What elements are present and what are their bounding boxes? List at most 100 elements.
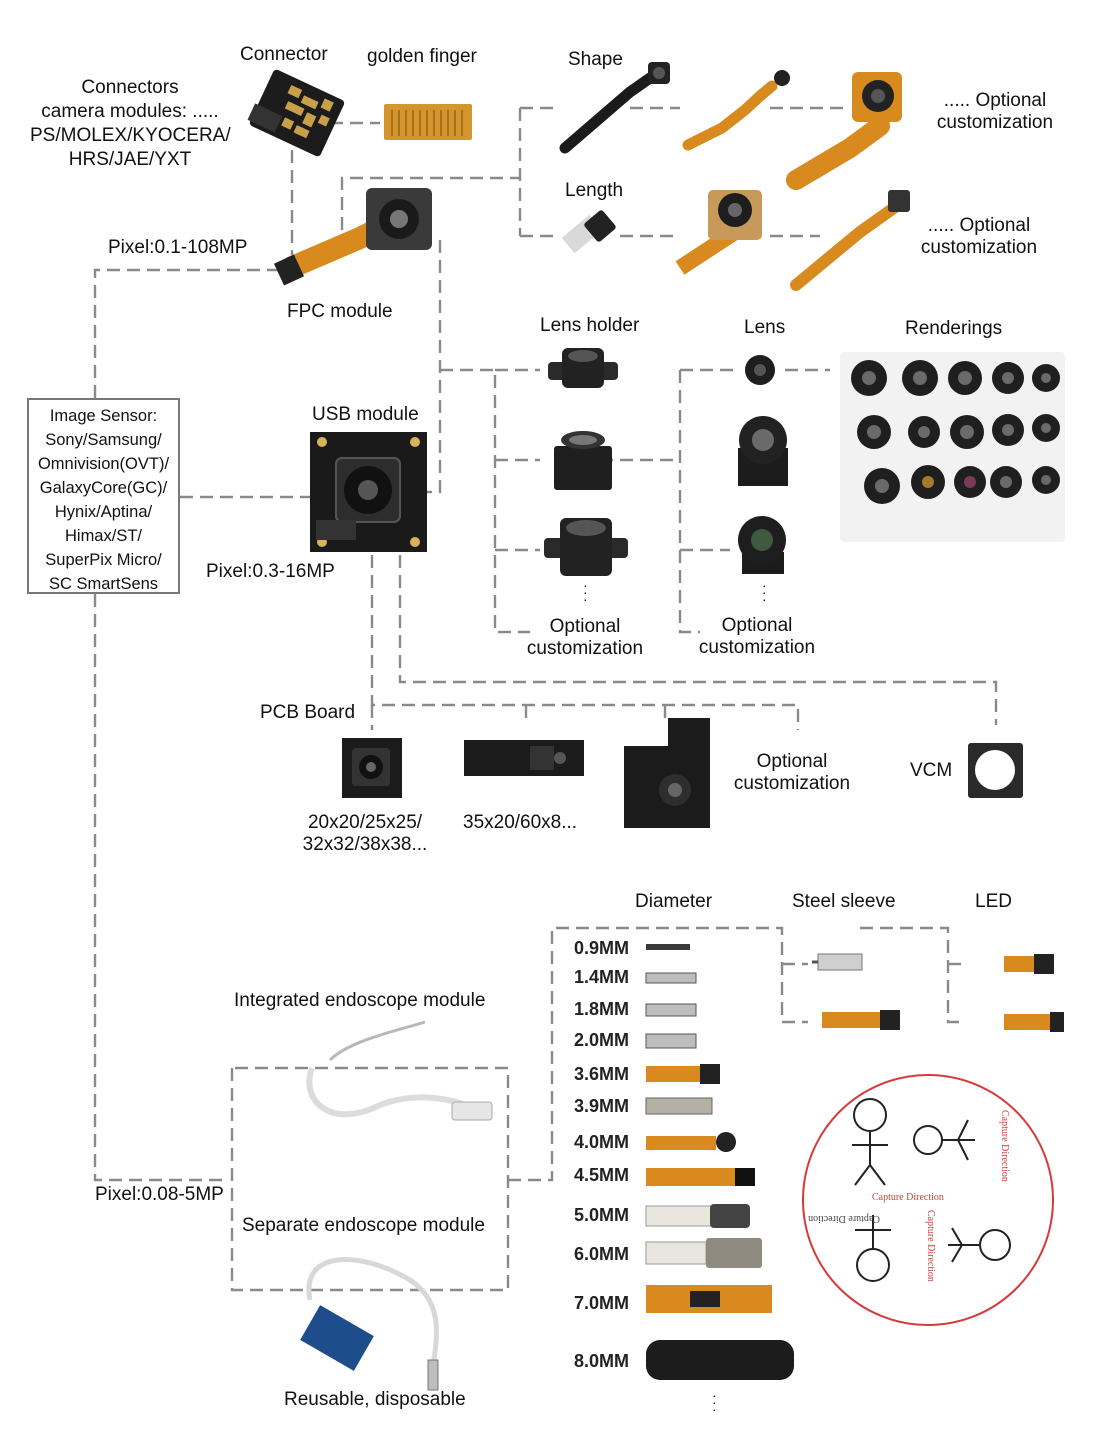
length-fpc-2 bbox=[675, 190, 762, 275]
lens-3 bbox=[738, 516, 786, 574]
vcm-label: VCM bbox=[910, 760, 953, 781]
lens-holder-2 bbox=[554, 431, 612, 490]
optional-label-1: Optional bbox=[975, 90, 1047, 111]
optional-text-2: ..... Optional bbox=[894, 215, 1064, 237]
usb-module-label: USB module bbox=[312, 404, 419, 425]
pixel-usb-label: Pixel:0.3-16MP bbox=[206, 561, 335, 582]
diameter-3-6: 3.6MM bbox=[574, 1064, 630, 1084]
length-label: Length bbox=[565, 180, 624, 201]
optional-customization-2: ..... Optional customization bbox=[894, 215, 1064, 259]
pcb-board-label: PCB Board bbox=[260, 702, 356, 723]
pcb-board-3 bbox=[624, 718, 710, 828]
lens-1 bbox=[745, 355, 775, 385]
connectors-line-1: Connectors bbox=[81, 77, 179, 98]
diameter-4-0: 4.0MM bbox=[574, 1132, 630, 1152]
image-sensor-line-1: Image Sensor: bbox=[49, 407, 158, 425]
led-label: LED bbox=[975, 891, 1012, 912]
pcb-size-1: 20x20/25x25/ 32x32/38x38... bbox=[290, 812, 440, 856]
steel-sleeve-samples bbox=[812, 953, 900, 1030]
fpc-module-label: FPC module bbox=[287, 301, 393, 322]
diameter-samples bbox=[645, 944, 794, 1380]
integrated-endoscope-image bbox=[306, 1020, 493, 1121]
capture-direction-text-1: Capture Direction bbox=[872, 1192, 944, 1203]
pixel-fpc-label: Pixel:0.1-108MP bbox=[108, 237, 248, 258]
diameter-1-4: 1.4MM bbox=[574, 967, 630, 987]
diameter-1-8: 1.8MM bbox=[574, 999, 630, 1019]
capture-direction-text-4: Capture Direction bbox=[925, 1210, 936, 1282]
connectors-dots: ..... bbox=[192, 101, 219, 122]
pcb-size-1a: 20x20/25x25/ bbox=[307, 812, 423, 833]
lens-holder-1 bbox=[548, 348, 618, 388]
diameter-8-0: 8.0MM bbox=[574, 1351, 630, 1371]
pcb-board-2 bbox=[464, 740, 584, 776]
connector-module-image bbox=[247, 69, 345, 157]
optional-customization-5: Optional customization bbox=[712, 751, 872, 795]
image-sensor-line-3: Omnivision(OVT)/ bbox=[37, 455, 170, 473]
image-sensor-line-5: Hynix/Aptina/ bbox=[54, 503, 153, 521]
separate-endoscope-label: Separate endoscope module bbox=[242, 1215, 485, 1236]
connectors-line-2: camera modules: ..... bbox=[30, 100, 230, 124]
lens-holder-label: Lens holder bbox=[540, 315, 640, 336]
lens-label: Lens bbox=[744, 317, 786, 338]
optional-customization-3: Optional customization bbox=[505, 616, 665, 660]
optional-dots-1: ..... bbox=[943, 90, 971, 111]
capture-direction-circle: Capture Direction Capture Direction Capt… bbox=[802, 1074, 1054, 1326]
optional-dots-2: ..... bbox=[927, 215, 955, 236]
optional-label-5: Optional bbox=[756, 751, 828, 772]
led-samples bbox=[1004, 954, 1064, 1032]
image-sensor-line-4: GalaxyCore(GC)/ bbox=[39, 479, 168, 497]
diameter-3-9: 3.9MM bbox=[574, 1096, 630, 1116]
vcm-image bbox=[968, 743, 1023, 798]
fpc-module-image bbox=[273, 188, 432, 286]
diameter-2-0: 2.0MM bbox=[574, 1030, 630, 1050]
diameter-5-0: 5.0MM bbox=[574, 1205, 630, 1225]
customization-text-3: customization bbox=[526, 638, 644, 659]
capture-direction-text-3: Capture Direction bbox=[999, 1110, 1010, 1182]
pcb-board-1 bbox=[342, 738, 402, 798]
separate-endoscope-image bbox=[300, 1257, 439, 1391]
diameter-label: Diameter bbox=[635, 891, 713, 912]
image-sensor-line-2: Sony/Samsung/ bbox=[45, 431, 162, 449]
lens-holder-dots: ··· bbox=[583, 577, 588, 607]
diameter-0-9: 0.9MM bbox=[574, 938, 630, 958]
pixel-endoscope-label: Pixel:0.08-5MP bbox=[95, 1184, 224, 1205]
shape-label: Shape bbox=[568, 49, 623, 70]
diameter-7-0: 7.0MM bbox=[574, 1293, 630, 1313]
optional-customization-4: Optional customization bbox=[677, 615, 837, 659]
connectors-description: Connectors camera modules: ..... PS/MOLE… bbox=[30, 76, 231, 172]
connectors-line-2-text: camera modules: bbox=[41, 101, 188, 122]
renderings-label: Renderings bbox=[905, 318, 1003, 339]
customization-text-1: customization bbox=[936, 112, 1054, 133]
length-fpc-3 bbox=[790, 190, 910, 291]
diameter-dots: ··· bbox=[712, 1387, 717, 1417]
reusable-label: Reusable, disposable bbox=[284, 1389, 466, 1410]
integrated-endoscope-label: Integrated endoscope module bbox=[234, 990, 486, 1011]
connector-label: Connector bbox=[240, 44, 328, 65]
renderings-image bbox=[840, 352, 1065, 542]
shape-fpc-3 bbox=[786, 72, 902, 190]
pcb-size-1b: 32x32/38x38... bbox=[302, 834, 428, 855]
customization-text-2: customization bbox=[920, 237, 1038, 258]
diameter-4-5: 4.5MM bbox=[574, 1165, 630, 1185]
golden-finger-label: golden finger bbox=[367, 46, 477, 67]
optional-text-1: ..... Optional bbox=[910, 90, 1080, 112]
image-sensor-line-8: SC SmartSens bbox=[48, 575, 159, 593]
connector-lines bbox=[93, 106, 998, 1292]
lens-2 bbox=[738, 416, 788, 486]
image-sensor-line-6: Himax/ST/ bbox=[64, 527, 142, 545]
customization-text-5: customization bbox=[733, 773, 851, 794]
capture-direction-text-2: Capture Direction bbox=[808, 1213, 880, 1224]
lens-dots: ··· bbox=[762, 577, 767, 607]
diameter-6-0: 6.0MM bbox=[574, 1244, 630, 1264]
image-sensor-box: Image Sensor: Sony/Samsung/ Omnivision(O… bbox=[27, 398, 180, 594]
customization-text-4: customization bbox=[698, 637, 816, 658]
optional-label-3: Optional bbox=[549, 616, 621, 637]
connectors-line-3: PS/MOLEX/KYOCERA/ bbox=[30, 125, 231, 146]
shape-fpc-2 bbox=[682, 70, 790, 151]
golden-finger-image bbox=[384, 104, 472, 140]
lens-holder-3 bbox=[544, 518, 628, 576]
shape-fpc-1 bbox=[559, 62, 670, 154]
optional-label-4: Optional bbox=[721, 615, 793, 636]
usb-module-image bbox=[310, 432, 427, 552]
